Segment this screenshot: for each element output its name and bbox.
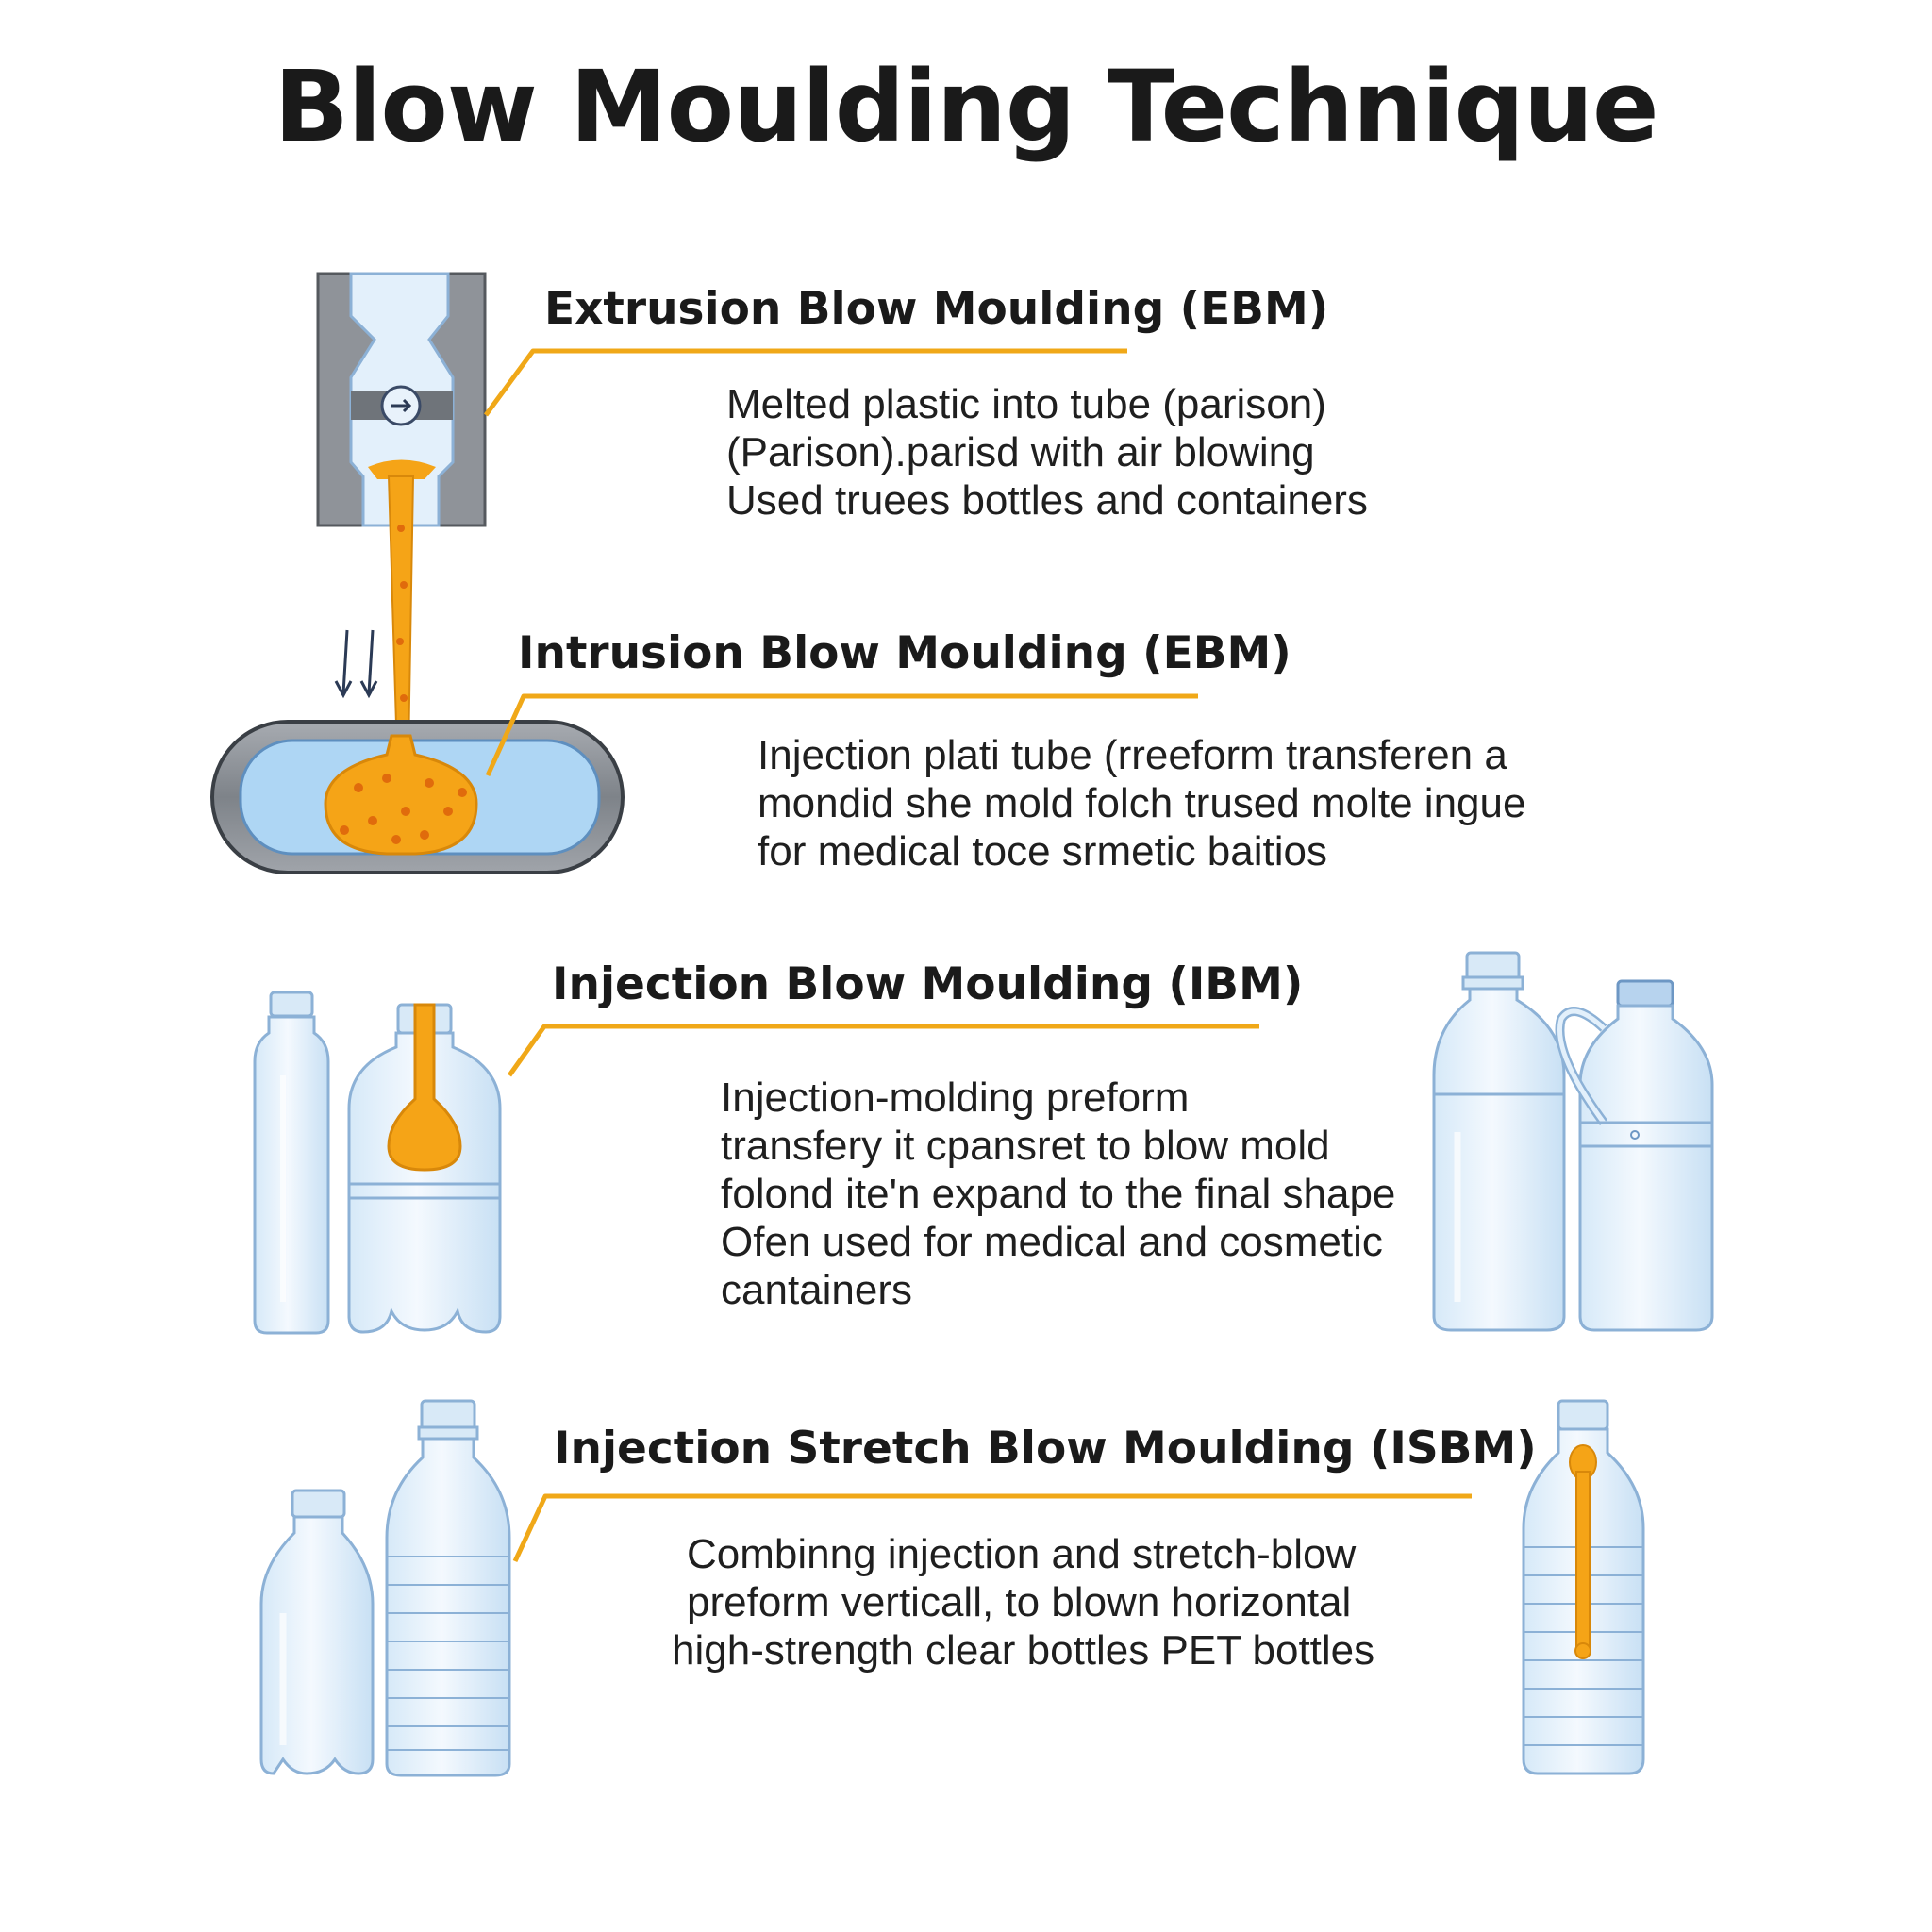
description-line: Used truees bottles and containers (726, 477, 1368, 524)
description-line: (Parison).parisd with air blowing (726, 429, 1315, 475)
section-title-ebm: Extrusion Blow Moulding (EBM) (544, 283, 1329, 335)
bottle-preform-icon (253, 991, 502, 1335)
section-title-isbm: Injection Stretch Blow Moulding (ISBM) (554, 1423, 1537, 1474)
description-line: folond ite'n expand to the final shape (721, 1171, 1396, 1217)
section-description-ibm: Injection-molding preform transfery it c… (721, 1074, 1395, 1314)
connector-lines (483, 348, 1472, 1563)
page-title: Blow Moulding Technique (274, 49, 1658, 164)
section-description-isbm: Combinng injection and stretch-blow pref… (672, 1530, 1374, 1674)
description-line: for medical toce srmetic baitios (758, 828, 1327, 874)
description-line: cantainers (721, 1267, 913, 1313)
description-line: Melted plastic into tube (parison) (726, 381, 1326, 427)
connector-line-intrusion (485, 693, 1198, 777)
connector-line-ibm (507, 1024, 1259, 1077)
horizontal-mold-icon (210, 720, 625, 874)
section-title-ibm: Injection Blow Moulding (IBM) (552, 958, 1304, 1010)
description-line: high-strength clear bottles PET bottles (672, 1627, 1375, 1674)
section-description-ebm: Melted plastic into tube (parison) (Pari… (726, 380, 1368, 525)
description-line: Combinng injection and stretch-blow (687, 1531, 1357, 1577)
description-line: transfery it cpansret to blow mold (721, 1123, 1330, 1169)
section-description-intrusion: Injection plati tube (rreeform transfere… (758, 731, 1525, 875)
down-arrows-icon (334, 629, 378, 699)
description-line: Injection-molding preform (721, 1074, 1190, 1121)
pet-bottle-icon (1522, 1399, 1645, 1775)
description-line: preform verticall, to blown horizontal (687, 1579, 1352, 1625)
description-line: Injection plati tube (rreeform transfere… (758, 732, 1507, 778)
extrusion-die-icon (316, 272, 487, 756)
section-title-intrusion: Intrusion Blow Moulding (EBM) (518, 627, 1291, 679)
description-line: Ofen used for medical and cosmetic (721, 1219, 1383, 1265)
connector-line-isbm (512, 1493, 1472, 1563)
description-line: mondid she mold folch trused molte ingue (758, 780, 1526, 826)
connector-line-ebm (483, 348, 1127, 417)
large-bottles-icon (1432, 951, 1714, 1332)
isbm-bottles-icon (259, 1399, 511, 1777)
